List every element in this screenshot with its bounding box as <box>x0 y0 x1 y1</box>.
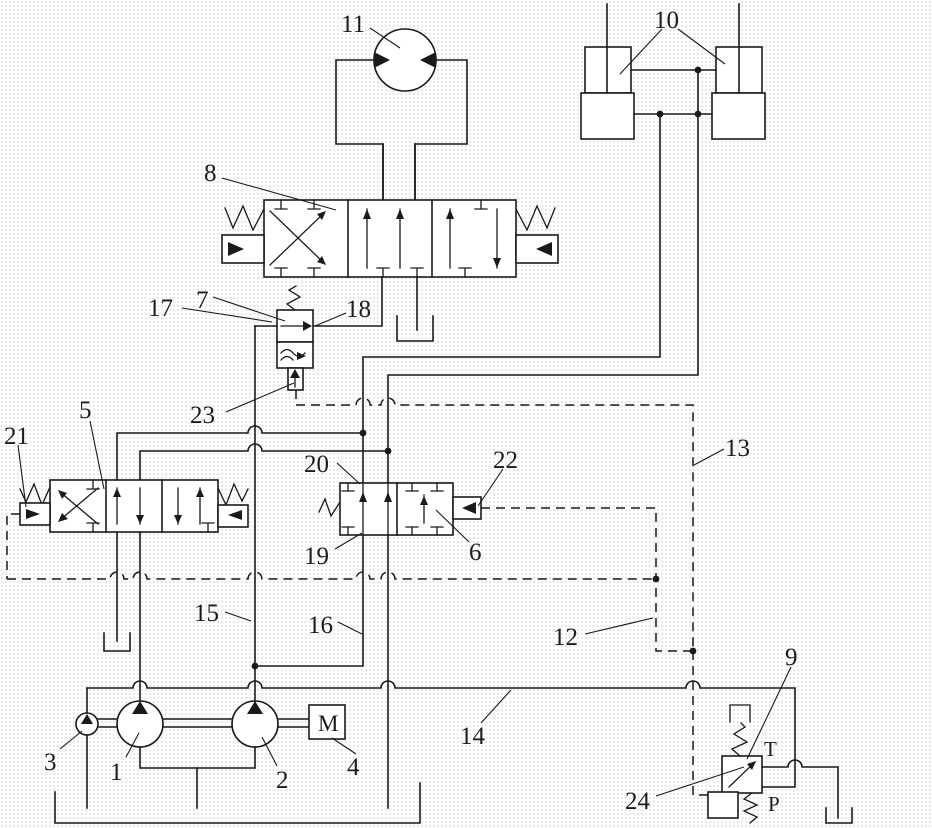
pump2-supply-line-15 <box>251 325 364 702</box>
relief-p-label: P <box>768 792 780 816</box>
valve8-return-lines <box>312 276 434 342</box>
directional-valve-8 <box>221 143 559 278</box>
ref-label-11: 11 <box>341 11 365 38</box>
electric-motor-4 <box>308 704 346 740</box>
ref-label-24: 24 <box>625 788 651 815</box>
relief-valve-9 <box>707 704 853 824</box>
ref-label-17: 17 <box>148 295 173 322</box>
directional-valve-6 <box>318 482 482 809</box>
ref-label-13: 13 <box>725 435 750 462</box>
outrigger-cylinders-10 <box>580 3 766 140</box>
ref-label-22: 22 <box>493 447 518 474</box>
reservoir <box>54 782 421 824</box>
ref-label-12: 12 <box>553 624 578 651</box>
ref-label-9: 9 <box>785 644 798 671</box>
ref-label-8: 8 <box>204 160 217 187</box>
hydraulic-motor-11 <box>335 28 468 201</box>
ref-label-3: 3 <box>44 749 57 776</box>
pilot-pressure-line-14 <box>86 680 796 788</box>
ref-label-7: 7 <box>196 287 209 314</box>
port-letters: M T P <box>318 711 780 816</box>
ref-label-19: 19 <box>304 543 329 570</box>
ref-label-14: 14 <box>460 723 486 750</box>
ref-label-21: 21 <box>4 423 29 450</box>
pilot-line-network <box>6 390 708 796</box>
ref-label-20: 20 <box>304 451 329 478</box>
ref-label-18: 18 <box>346 296 371 323</box>
ref-label-16: 16 <box>308 612 333 639</box>
pump-group <box>75 687 346 809</box>
motor-m-label: M <box>318 711 338 736</box>
relief-t-label: T <box>764 737 777 761</box>
ref-label-15: 15 <box>194 600 219 627</box>
ref-label-5: 5 <box>79 397 92 424</box>
reference-labels: 1 2 3 4 5 6 7 8 9 10 11 12 13 14 15 16 1… <box>4 7 798 815</box>
directional-valve-5 <box>19 479 249 702</box>
ref-label-4: 4 <box>347 754 360 781</box>
leader-lines <box>17 27 792 797</box>
valve5-branch-lines <box>116 425 389 481</box>
pilot-valve-7 <box>254 285 314 391</box>
ref-label-2: 2 <box>276 767 289 794</box>
ref-label-10: 10 <box>654 7 679 34</box>
ref-label-23: 23 <box>190 402 215 429</box>
ref-label-6: 6 <box>469 539 482 566</box>
ref-label-1: 1 <box>110 759 123 786</box>
